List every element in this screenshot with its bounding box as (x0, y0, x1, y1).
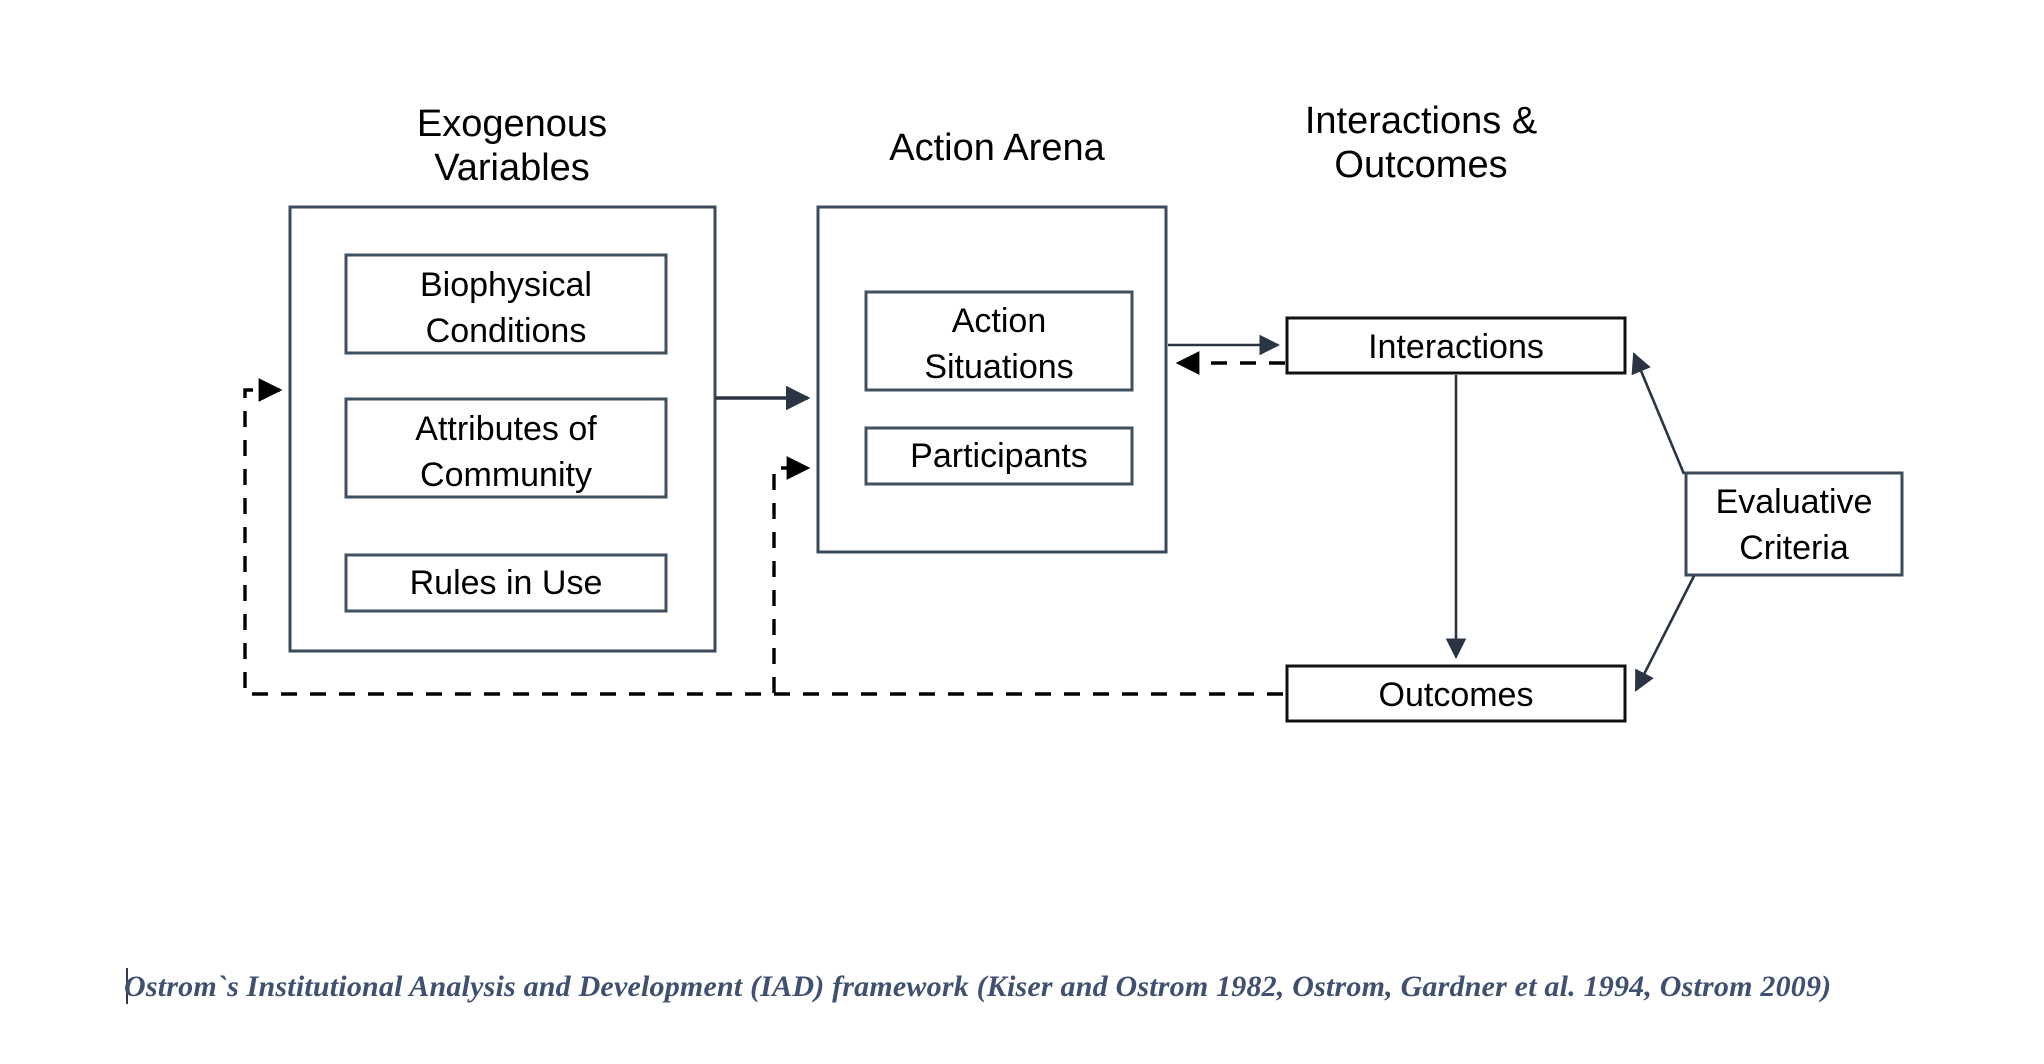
box-biophysical-conditions[interactable] (344, 253, 668, 355)
box-interactions[interactable] (1285, 316, 1627, 375)
box-attributes-of-community-line1: Attributes of (415, 410, 597, 448)
box-evaluative-criteria[interactable] (1684, 471, 1904, 577)
box-outcomes[interactable] (1285, 664, 1627, 723)
box-biophysical-conditions-line2: Conditions (426, 312, 587, 350)
exogenous-variables-title-line2: Variables (434, 147, 590, 189)
figure-caption-line2: Ostrom 2009) (1659, 970, 1832, 1003)
box-evaluative-criteria-line2: Criteria (1739, 529, 1849, 567)
connector-outcomes-to-action-arena-feedback (772, 456, 811, 693)
exogenous-variables-title-line1: Exogenous (417, 103, 607, 145)
action-arena-title: Action Arena (889, 127, 1105, 169)
box-action-situations[interactable] (864, 290, 1134, 392)
connector-evaluative-criteria-to-interactions (1631, 352, 1686, 475)
text-cursor (126, 968, 128, 1004)
box-rules-in-use-label: Rules in Use (410, 564, 603, 602)
box-participants[interactable] (864, 426, 1134, 486)
box-attributes-of-community-line2: Community (420, 456, 592, 494)
box-outcomes-label: Outcomes (1379, 676, 1534, 714)
connector-outcomes-to-exogenous-feedback (243, 378, 1283, 696)
box-evaluative-criteria-line1: Evaluative (1716, 483, 1873, 521)
box-biophysical-conditions-line1: Biophysical (420, 266, 592, 304)
connector-evaluative-criteria-to-outcomes (1634, 575, 1696, 692)
box-action-situations-line1: Action (952, 302, 1047, 340)
box-attributes-of-community[interactable] (344, 397, 668, 499)
interactions-outcomes-title-line1: Interactions & (1305, 100, 1537, 142)
box-rules-in-use[interactable] (344, 553, 668, 613)
figure-caption: Ostrom`s Institutional Analysis and Deve… (124, 965, 1944, 1009)
box-interactions-label: Interactions (1368, 328, 1544, 366)
box-action-situations-line2: Situations (924, 348, 1073, 386)
box-participants-label: Participants (910, 437, 1088, 475)
interactions-outcomes-title-line2: Outcomes (1334, 144, 1507, 186)
figure-caption-line1: Ostrom`s Institutional Analysis and Deve… (124, 970, 1653, 1003)
